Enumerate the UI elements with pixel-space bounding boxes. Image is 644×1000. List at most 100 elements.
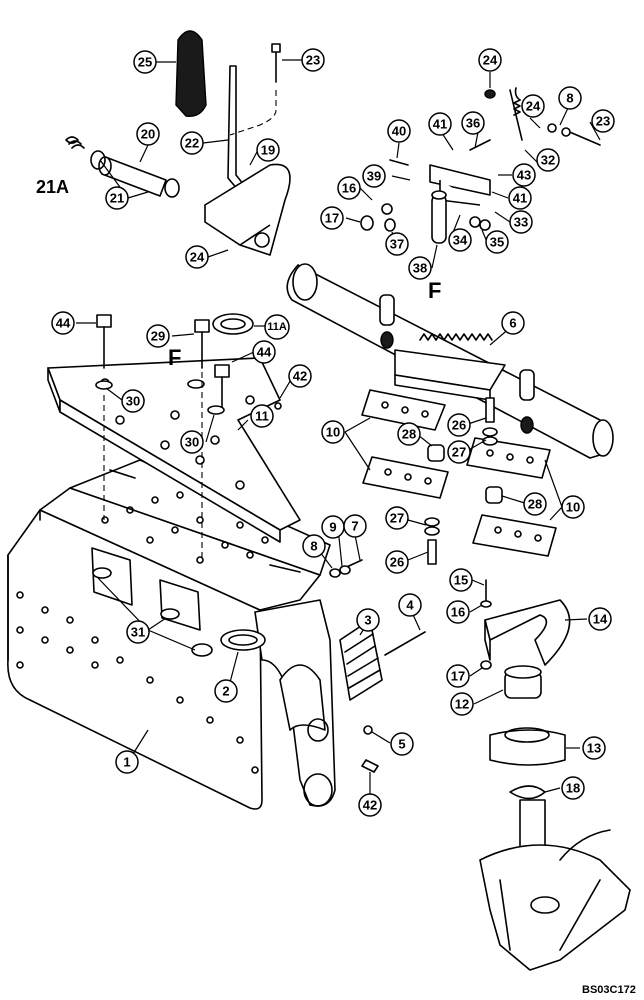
callout-41: 41 [428,112,452,136]
svg-text:35: 35 [490,235,504,250]
svg-text:18: 18 [566,781,580,796]
callout-17: 17 [446,664,470,688]
callout-11: 11 [250,404,274,428]
svg-text:39: 39 [367,169,381,184]
callout-18: 18 [561,776,585,800]
callout-10: 10 [321,420,345,444]
svg-text:13: 13 [587,741,601,756]
callout-44: 44 [51,311,75,335]
callout-30: 30 [121,389,145,413]
callout-8: 8 [302,534,326,558]
callout-8: 8 [558,86,582,110]
callout-16: 16 [446,600,470,624]
svg-text:28: 28 [528,497,542,512]
svg-text:9: 9 [329,520,336,535]
svg-text:34: 34 [453,233,468,248]
callout-13: 13 [582,736,606,760]
svg-text:44: 44 [56,316,71,331]
svg-text:26: 26 [452,418,466,433]
callout-26: 26 [447,413,471,437]
svg-text:2: 2 [222,684,229,699]
svg-text:14: 14 [593,612,608,627]
figure-code: BS03C172 [582,984,636,996]
svg-text:16: 16 [451,605,465,620]
svg-text:37: 37 [390,237,404,252]
svg-text:41: 41 [433,117,447,132]
svg-text:42: 42 [293,369,307,384]
svg-text:27: 27 [452,445,466,460]
callout-9: 9 [321,515,345,539]
callout-36: 36 [461,111,485,135]
callout-1: 1 [115,750,139,774]
svg-text:3: 3 [364,613,371,628]
svg-text:27: 27 [390,511,404,526]
svg-text:24: 24 [526,99,541,114]
callout-25: 25 [133,50,157,74]
svg-text:12: 12 [455,697,469,712]
shims [361,389,557,565]
callout-24: 24 [478,48,502,72]
svg-text:29: 29 [151,329,165,344]
rack [286,263,614,459]
svg-text:44: 44 [257,345,272,360]
svg-text:26: 26 [390,555,404,570]
callout-23: 23 [591,109,615,133]
svg-text:8: 8 [310,539,317,554]
callout-5: 5 [390,732,414,756]
svg-text:30: 30 [185,435,199,450]
top-fasteners: F [95,313,282,560]
svg-text:25: 25 [138,55,152,70]
lever-linkage [360,87,601,244]
callout-15: 15 [449,568,473,592]
callout-30: 30 [180,430,204,454]
callout-14: 14 [588,607,612,631]
callout-4: 4 [398,593,422,617]
callout-31: 31 [126,620,150,644]
callout-34: 34 [448,228,472,252]
svg-text:42: 42 [363,798,377,813]
callout-26: 26 [385,550,409,574]
callout-23: 23 [301,48,325,72]
callout-20: 20 [136,122,160,146]
callout-3: 3 [356,608,380,632]
reference-mark-f-lower: F [168,345,181,370]
svg-text:10: 10 [326,425,340,440]
callout-24: 24 [521,94,545,118]
svg-text:5: 5 [398,737,405,752]
svg-text:22: 22 [185,136,199,151]
callout-16: 16 [337,176,361,200]
callout-24: 24 [185,245,209,269]
svg-text:15: 15 [454,573,468,588]
handle-assembly [65,30,291,256]
svg-text:23: 23 [596,114,610,129]
main-frame [7,459,336,810]
callout-44: 44 [252,340,276,364]
callout-38: 38 [408,256,432,280]
svg-text:8: 8 [566,91,573,106]
callout-27: 27 [447,440,471,464]
callout-28: 28 [397,422,421,446]
callout-43: 43 [512,163,536,187]
callout-2: 2 [214,679,238,703]
callout-21: 21 [105,186,129,210]
svg-text:4: 4 [406,598,414,613]
callout-10: 10 [561,495,585,519]
callout-7: 7 [343,514,367,538]
callout-37: 37 [385,232,409,256]
callout-39: 39 [362,164,386,188]
callout-33: 33 [509,210,533,234]
top-plate [47,357,301,543]
svg-text:16: 16 [342,181,356,196]
svg-text:24: 24 [483,53,498,68]
svg-text:36: 36 [466,116,480,131]
svg-text:40: 40 [392,124,406,139]
svg-text:23: 23 [306,53,320,68]
svg-text:7: 7 [351,519,358,534]
reference-mark-f-upper: F [428,278,441,303]
callout-42: 42 [288,364,312,388]
callout-29: 29 [146,324,170,348]
callout-6: 6 [501,311,525,335]
callout-40: 40 [387,119,411,143]
svg-text:17: 17 [451,669,465,684]
